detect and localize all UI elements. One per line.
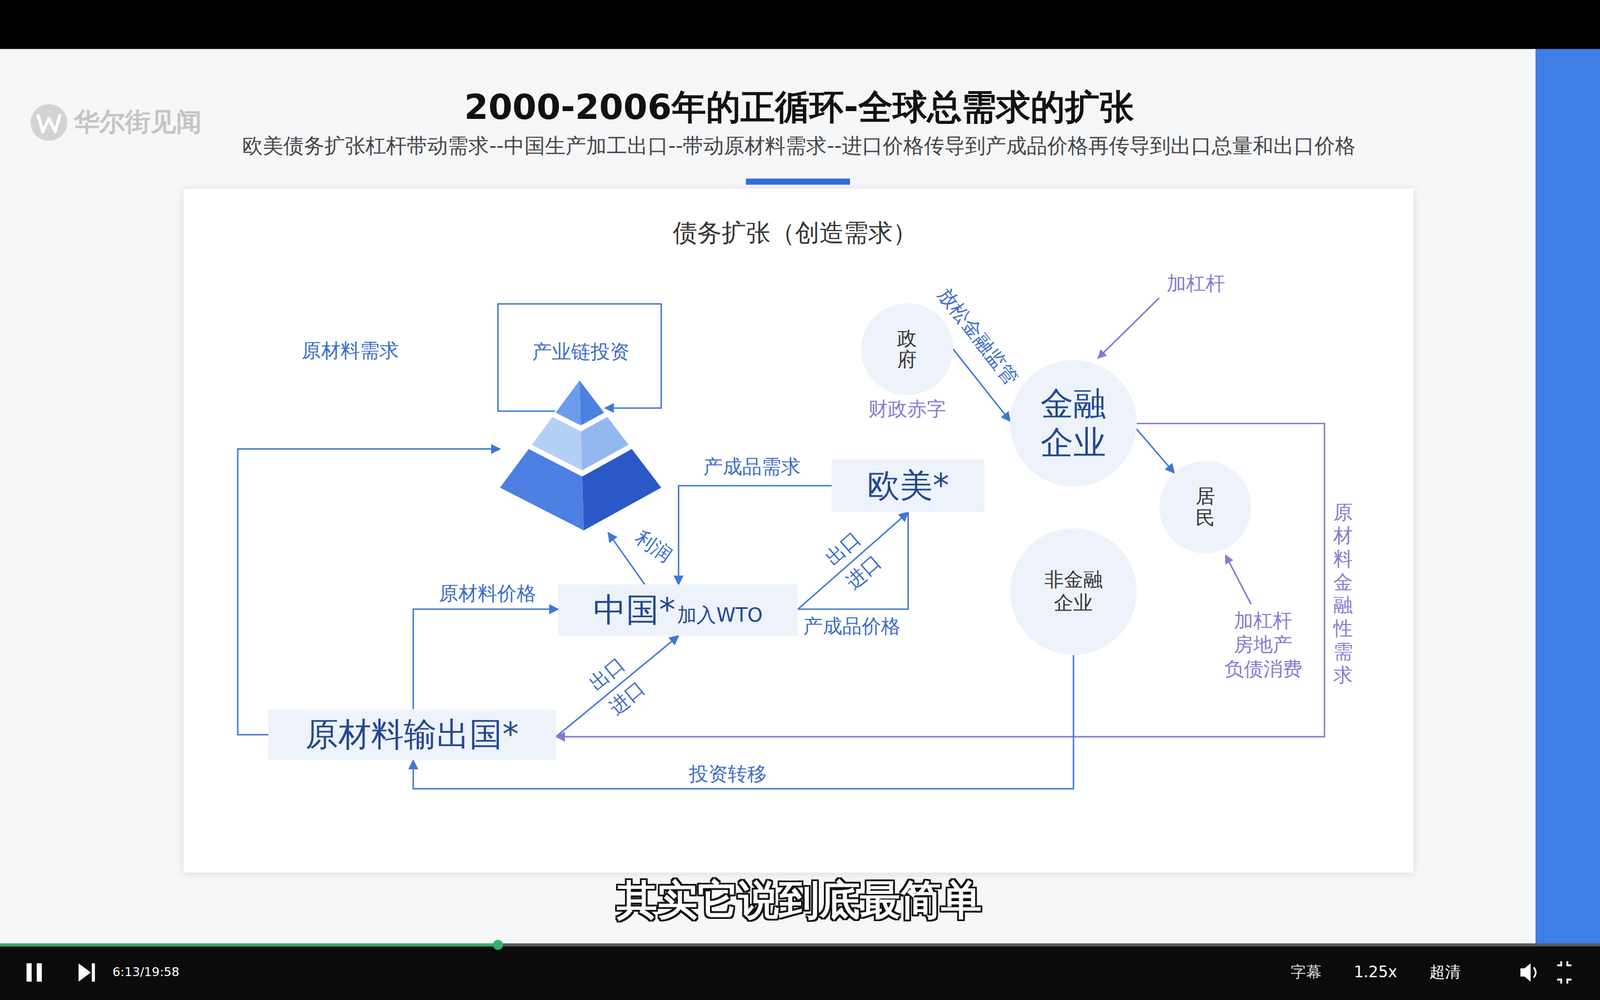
flow-arrow: [678, 485, 832, 585]
node-label: 居民: [1195, 485, 1215, 529]
flow-arrow: [556, 635, 679, 737]
edge-label: 原材料金融性需求: [1333, 501, 1353, 688]
node-label: 欧美*: [867, 466, 949, 506]
edge-label: 原材料价格: [438, 582, 537, 606]
title-underline: [746, 178, 850, 185]
pyramid-face: [582, 449, 662, 532]
edge-label: 投资转移: [688, 762, 767, 787]
side-strip: [1535, 48, 1600, 944]
logo-mark: [37, 114, 60, 132]
flow-arrow: [556, 423, 1325, 737]
edge-label: 产成品需求: [703, 455, 801, 479]
edge-label: 出口 进口: [580, 648, 655, 725]
actor-circle: 居民: [1159, 461, 1252, 553]
watermark: 华尔街见闻: [73, 107, 202, 138]
flow-arrow: [1136, 428, 1175, 473]
edge-label: 利润: [630, 526, 676, 568]
player-bar: [0, 943, 1600, 1000]
progress-fill: [0, 943, 498, 947]
node-label: 非金融 企业: [1042, 568, 1105, 615]
next-icon: [91, 963, 95, 982]
region-box: 中国*加入WTO: [558, 584, 799, 636]
player-time: 6:13/19:58: [112, 965, 179, 980]
region-box: 原材料输出国*: [268, 709, 557, 761]
edge-label: 出口 进口: [816, 522, 891, 599]
node-label: 政府: [897, 327, 917, 371]
node-label: 原材料输出国*: [305, 715, 519, 755]
edge-label: 放松金融监管: [932, 283, 1023, 390]
content-panel: [183, 188, 1414, 873]
flow-arrow: [413, 609, 559, 710]
slide-background: [0, 48, 1536, 944]
leader-arrow: [1225, 555, 1252, 604]
loop-arrow: [497, 303, 662, 412]
pyramid-face: [500, 449, 584, 532]
flow-arrow: [797, 512, 908, 610]
subtitle: 欧美债务扩张杠杆带动需求--中国生产加工出口--带动原材料需求--进口价格传导到…: [242, 133, 1356, 159]
progress-handle: [492, 940, 503, 950]
top-bar: [0, 0, 1600, 49]
node-label: 中国*: [593, 590, 675, 630]
annotation: 加杠杆: [1166, 272, 1225, 296]
actor-circle: 金融 企业: [1010, 360, 1137, 487]
logo-circle: [30, 103, 68, 141]
pyramid-face: [555, 380, 581, 426]
actor-circle: 非金融 企业: [1010, 528, 1137, 655]
panel-heading: 债务扩张（创造需求）: [672, 217, 918, 248]
flow-arrow: [797, 512, 908, 610]
next-icon: [78, 963, 91, 982]
pause-icon: [36, 963, 42, 982]
pyramid-face: [579, 380, 604, 426]
fullscreen-icon: [1557, 961, 1572, 984]
annotation: 财政赤字: [868, 397, 947, 422]
node-label: 金融 企业: [1036, 384, 1112, 463]
video-subtitle: 其实它说到底最简单: [616, 875, 982, 925]
annotation: 加杠杆 房地产 负债消费: [1223, 608, 1303, 682]
edge-label: 原材料需求: [301, 339, 399, 363]
volume-icon: [1520, 963, 1531, 982]
slide-title: 2000-2006年的正循环-全球总需求的扩张: [463, 86, 1134, 128]
edge-label: 产成品价格: [803, 615, 901, 639]
pyramid-illustration: [500, 379, 662, 533]
pause-icon: [26, 963, 32, 982]
region-box: 欧美*: [831, 459, 985, 513]
progress-track: [0, 943, 1600, 947]
node-label: 产业链投资: [532, 340, 630, 364]
actor-circle: 政府: [861, 303, 953, 395]
player-button: 字幕: [1290, 963, 1322, 982]
leader-arrow: [1097, 297, 1159, 358]
player-button: 1.25x: [1353, 963, 1398, 982]
volume-icon: [1533, 967, 1537, 978]
node-label: 加入WTO: [677, 603, 763, 628]
player-button: 超清: [1429, 963, 1461, 982]
pyramid-node: 产业链投资: [500, 379, 662, 533]
